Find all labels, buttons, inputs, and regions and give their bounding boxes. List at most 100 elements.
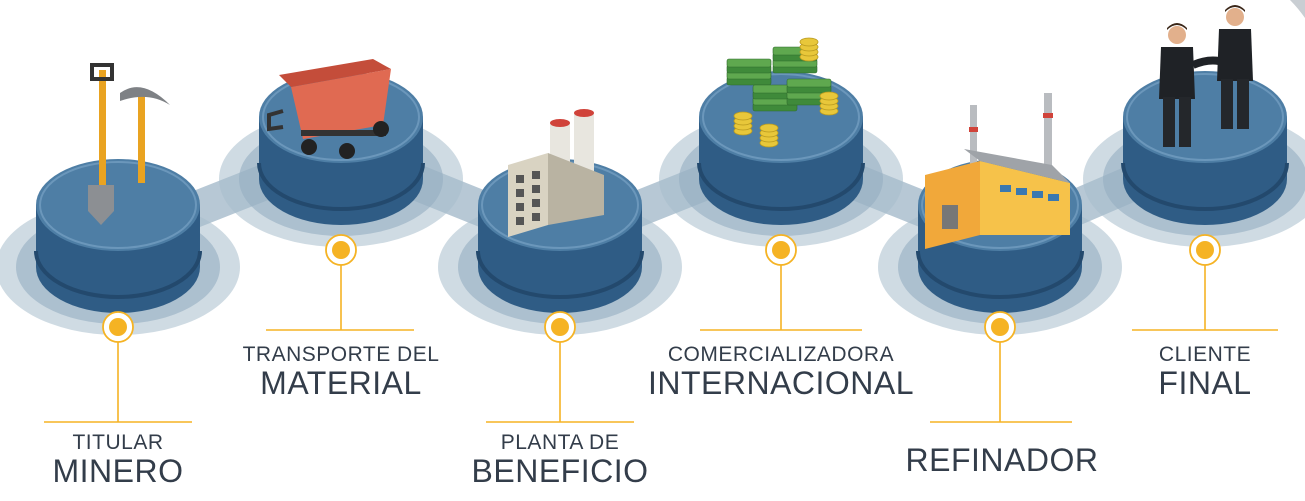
coin [759,123,779,133]
shovel-handle [99,70,106,188]
pickaxe-head [120,87,170,105]
corner-decoration [1290,0,1305,18]
platform-band [34,250,202,299]
plant-window [532,213,540,221]
stage-3-line2: BENEFICIO [471,453,649,489]
platform-band [257,162,425,211]
money-stacks-icon [726,37,839,148]
mine-cart-icon [267,59,391,159]
stage-platform [438,159,682,335]
stage-label-planta: PLANTA DE BENEFICIO [472,432,649,487]
stage-6-line2: FINAL [1158,365,1252,401]
plant-window [516,175,524,183]
businessman-left-leg-left [1163,97,1175,147]
stage-marker [1132,234,1278,331]
businessman-left-hair [1167,23,1187,30]
stage-label-refinador: REFINADOR [906,442,1099,476]
stage-marker [266,234,414,331]
refinery-icon [925,93,1070,249]
cart-top [279,59,391,87]
businessman-left-head [1168,26,1186,44]
cart-handle [267,109,284,132]
stage-5-line2: REFINADOR [905,442,1099,478]
pickaxe-handle [138,93,145,183]
refinery-window [1000,185,1011,192]
stage-marker [930,311,1072,423]
platform-band [476,250,644,299]
refinery-window [1032,191,1043,198]
tower-stripe [969,127,978,132]
shovel-grip [90,63,114,81]
plant-building-side [548,153,604,225]
marker-dot [991,318,1009,336]
tower-2 [1044,93,1052,173]
plant-window [516,203,524,211]
chimney-stripe [550,119,570,127]
cart-wheel [373,121,389,137]
stage-marker [700,234,862,331]
platform-top-rim [1126,73,1284,161]
shovel-pickaxe-icon [88,63,170,225]
refinery-roof [964,149,1070,183]
stage-platform [659,71,903,247]
plant-window [532,171,540,179]
stage-4-line1: COMERCIALIZADORA [667,343,895,366]
marker-dot [109,318,127,336]
cart-wheel [339,143,355,159]
businessman-right-hair [1225,5,1245,12]
chimney-stripe [574,109,594,117]
plant-window [532,185,540,193]
stage-2-line1: TRANSPORTE DEL [242,343,440,366]
plant-window [532,199,540,207]
stage-3-line1: PLANTA DE [500,431,620,454]
stage-platform [0,159,240,335]
platform-band [697,162,865,211]
stage-1-line2: MINERO [52,453,184,489]
marker-dot [1196,241,1214,259]
cart-wheel [301,139,317,155]
platform-top-rim [702,73,860,161]
businessman-left-jacket [1159,47,1195,99]
businessman-right-leg-left [1221,79,1233,129]
platform-band [1121,162,1289,211]
coin [799,37,819,47]
stage-4-line2: INTERNACIONAL [647,365,915,401]
stage-label-transporte: TRANSPORTE DEL MATERIAL [243,344,440,399]
stage-2-line2: MATERIAL [260,365,422,401]
businessmen-handshake-icon [1159,5,1253,147]
stage-6-line1: CLIENTE [1158,343,1252,366]
stage-marker [486,311,634,423]
stage-label-comercializadora: COMERCIALIZADORA INTERNACIONAL [648,344,914,399]
businessman-left-leg-right [1179,97,1191,147]
platform-top [36,159,200,251]
handshake-arms [1191,56,1220,69]
marker-dot [772,241,790,259]
tower-1 [970,105,977,169]
money-bill [726,58,772,68]
marker-dot [332,241,350,259]
coin [733,111,753,121]
processing-plant-icon [508,109,604,237]
plant-building-front [508,153,548,237]
marker-dot [551,318,569,336]
stage-label-cliente-final: CLIENTE FINAL [1158,344,1251,399]
platform-top [1123,71,1287,163]
refinery-window [1048,194,1059,201]
businessman-right-head [1226,8,1244,26]
shovel-blade [88,185,114,225]
businessman-right-leg-right [1237,79,1249,129]
plant-window [516,189,524,197]
platform-top-rim [39,161,197,249]
stage-marker [44,311,192,423]
plant-window [516,217,524,225]
money-bill [786,78,832,88]
stage-1-line1: TITULAR [72,431,164,454]
cart-body [291,69,391,139]
stage-platform [219,71,463,247]
refinery-side [980,161,1070,235]
refinery-window [1016,188,1027,195]
refinery-door [942,205,958,229]
platform-band [916,250,1084,299]
